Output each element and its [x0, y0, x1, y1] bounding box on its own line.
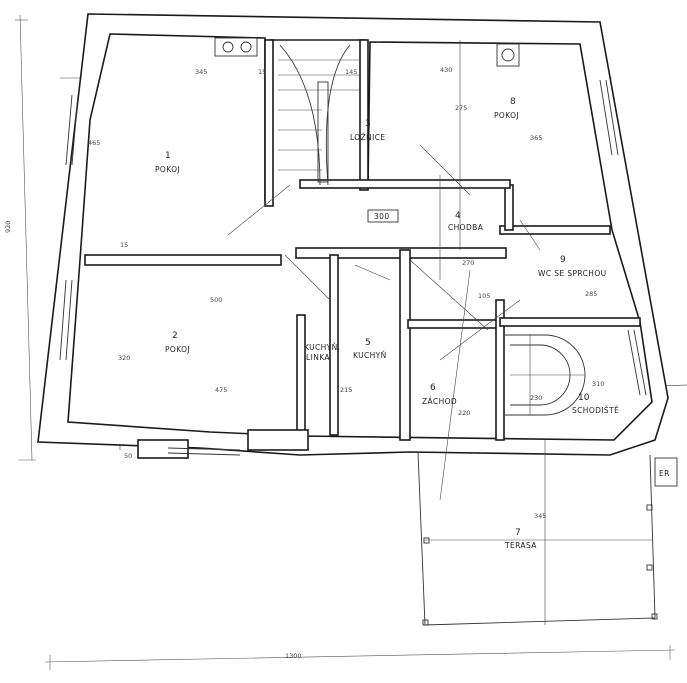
svg-text:270: 270 [462, 259, 474, 267]
svg-text:345: 345 [534, 512, 546, 520]
room-6-name: ZÁCHOD [422, 397, 457, 406]
room-3-number: 3 [365, 119, 371, 129]
svg-text:15: 15 [120, 241, 128, 249]
pantry-label-2: LINKA [306, 353, 330, 362]
pantry-label-1: KUCHYŇ. [304, 343, 340, 352]
dim-total-height: 920 [4, 221, 12, 233]
svg-text:345: 345 [195, 68, 207, 76]
room-2-name: POKOJ [165, 345, 190, 354]
room-labels: 1 POKOJ 2 POKOJ 3 LOŽNICE 4 CHODBA 5 KUC… [155, 97, 670, 550]
hall-box [367, 209, 399, 223]
svg-text:310: 310 [592, 380, 604, 388]
interior-walls [84, 39, 641, 459]
svg-text:430: 430 [440, 66, 452, 74]
room-3-name: LOŽNICE [350, 133, 386, 142]
svg-text:285: 285 [585, 290, 597, 298]
room-10-name: SCHODIŠTĚ [572, 406, 619, 415]
upper-staircase [278, 44, 360, 186]
dim-total-width: 1300 [285, 652, 302, 660]
windows [59, 79, 647, 456]
room-7-number: 7 [515, 528, 521, 538]
fixtures [214, 37, 520, 223]
svg-text:500: 500 [210, 296, 222, 304]
room-8-number: 8 [510, 97, 516, 107]
svg-text:465: 465 [88, 139, 100, 147]
room-5-number: 5 [365, 338, 371, 348]
room-1-name: POKOJ [155, 165, 180, 174]
svg-text:145: 145 [345, 68, 357, 76]
svg-text:105: 105 [478, 292, 490, 300]
room-8-name: POKOJ [494, 111, 519, 120]
room-1-number: 1 [165, 151, 171, 161]
room-5-name: KUCHYŇ [353, 351, 387, 360]
svg-text:215: 215 [340, 386, 352, 394]
room-6-number: 6 [430, 383, 436, 393]
room-2-number: 2 [172, 331, 178, 341]
svg-text:365: 365 [530, 134, 542, 142]
svg-text:230: 230 [530, 394, 542, 402]
room-10-number: 10 [578, 393, 590, 403]
room-9-name: WC SE SPRCHOU [538, 269, 607, 278]
room-7-name: TERASA [504, 541, 537, 550]
room-4-number: 4 [455, 211, 461, 221]
terrace [417, 440, 678, 626]
dimension-labels: 1300 920 345 15 145 430 465 275 365 500 … [4, 66, 604, 660]
room-4-name: CHODBA [448, 223, 484, 232]
svg-text:220: 220 [458, 409, 470, 417]
svg-text:50: 50 [124, 452, 132, 460]
svg-text:15: 15 [258, 68, 266, 76]
er-box-label: ER [659, 469, 670, 478]
room-9-number: 9 [560, 255, 566, 265]
svg-text:320: 320 [118, 354, 130, 362]
svg-text:475: 475 [215, 386, 227, 394]
construction-lines [227, 40, 541, 501]
svg-text:275: 275 [455, 104, 467, 112]
hall-box-label: 300 [374, 212, 390, 221]
spiral-staircase [505, 334, 586, 416]
